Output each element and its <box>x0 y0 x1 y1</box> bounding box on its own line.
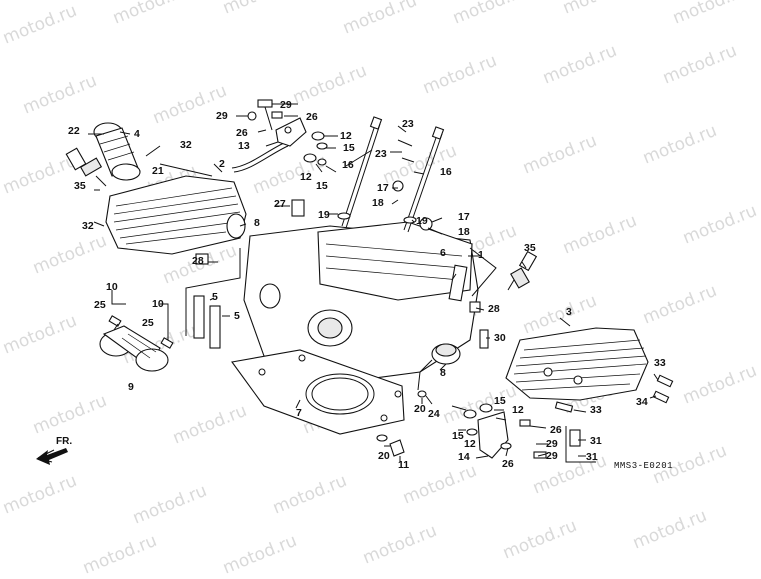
leader-lines <box>88 103 659 462</box>
callout-number: 33 <box>654 357 666 369</box>
callout-number: 6 <box>440 247 446 259</box>
callout-number: 34 <box>636 396 648 408</box>
callout-number: 20 <box>414 403 426 415</box>
callout-number: 31 <box>590 435 602 447</box>
callout-number: 16 <box>440 166 452 178</box>
dowel-pins <box>193 199 481 349</box>
breather-pipe <box>231 117 307 173</box>
callout-number: 11 <box>398 459 410 471</box>
callout-number: 15 <box>494 395 506 407</box>
callout-number: 26 <box>502 458 514 470</box>
callout-number: 12 <box>512 404 524 416</box>
bolts-top <box>247 99 328 166</box>
callout-number: 7 <box>296 407 302 419</box>
callout-number: 23 <box>375 148 387 160</box>
small-parts-lower <box>376 390 427 457</box>
callout-number: 9 <box>128 381 134 393</box>
callout-number: 23 <box>402 118 414 130</box>
callout-number: 12 <box>340 130 352 142</box>
callout-number: 35 <box>74 180 86 192</box>
callout-number: 15 <box>452 430 464 442</box>
callout-number: 24 <box>428 408 440 420</box>
callout-number: 12 <box>464 438 476 450</box>
callout-number: 16 <box>342 159 354 171</box>
spark-plug-right <box>507 250 538 291</box>
callout-number: 33 <box>590 404 602 416</box>
callout-number: 25 <box>142 317 154 329</box>
callout-number: 26 <box>306 111 318 123</box>
callout-number: 26 <box>236 127 248 139</box>
callout-number: 28 <box>192 255 204 267</box>
callout-number: 29 <box>546 450 558 462</box>
callout-number: 35 <box>524 242 536 254</box>
callout-number: 32 <box>180 139 192 151</box>
callout-number: 26 <box>550 424 562 436</box>
callout-number: 30 <box>494 332 506 344</box>
callout-number: 2 <box>219 158 225 170</box>
callout-number: 29 <box>216 110 228 122</box>
callout-number: 8 <box>440 367 446 379</box>
callout-number: 17 <box>377 182 389 194</box>
callout-number: 22 <box>68 125 80 137</box>
direction-arrow-icon <box>36 448 68 465</box>
callout-number: 19 <box>318 209 330 221</box>
callout-number: 29 <box>280 99 292 111</box>
callout-number: 1 <box>478 249 484 261</box>
callout-number: 25 <box>94 299 106 311</box>
callout-number: 29 <box>546 438 558 450</box>
callout-number: 21 <box>152 165 164 177</box>
callout-number: 17 <box>458 211 470 223</box>
callout-number: 13 <box>238 140 250 152</box>
intake-joint-upper <box>93 122 141 181</box>
callout-number: 31 <box>586 451 598 463</box>
callout-number: 18 <box>458 226 470 238</box>
callout-number: 18 <box>372 197 384 209</box>
head-cover-rear <box>105 163 247 255</box>
spark-plug-left <box>65 147 107 187</box>
head-cover-front <box>505 327 649 401</box>
cap-plug <box>431 329 489 365</box>
callout-number: 32 <box>82 220 94 232</box>
callout-number: 28 <box>488 303 500 315</box>
callout-number: 8 <box>254 217 260 229</box>
callout-number: 20 <box>378 450 390 462</box>
bolts-lower-right <box>554 374 674 413</box>
callout-number: 27 <box>274 198 286 210</box>
bracket-lower-right <box>463 403 596 463</box>
callout-number: 15 <box>343 142 355 154</box>
callout-number: 15 <box>316 180 328 192</box>
intake-joint-lower <box>99 315 174 372</box>
callout-number: 5 <box>212 291 218 303</box>
diagram-code: MMS3-E0201 <box>614 461 674 471</box>
callout-number: 4 <box>134 128 140 140</box>
assembly-bracket-lines <box>185 247 497 391</box>
callout-number: 19 <box>416 215 428 227</box>
callout-number: 5 <box>234 310 240 322</box>
callout-number: 10 <box>106 281 118 293</box>
callout-number: 3 <box>566 306 572 318</box>
cylinder-head <box>243 221 479 385</box>
direction-label: FR. <box>56 436 73 447</box>
callout-number: 14 <box>458 451 470 463</box>
head-gasket <box>231 349 405 435</box>
callout-number: 10 <box>152 298 164 310</box>
callout-number: 12 <box>300 171 312 183</box>
